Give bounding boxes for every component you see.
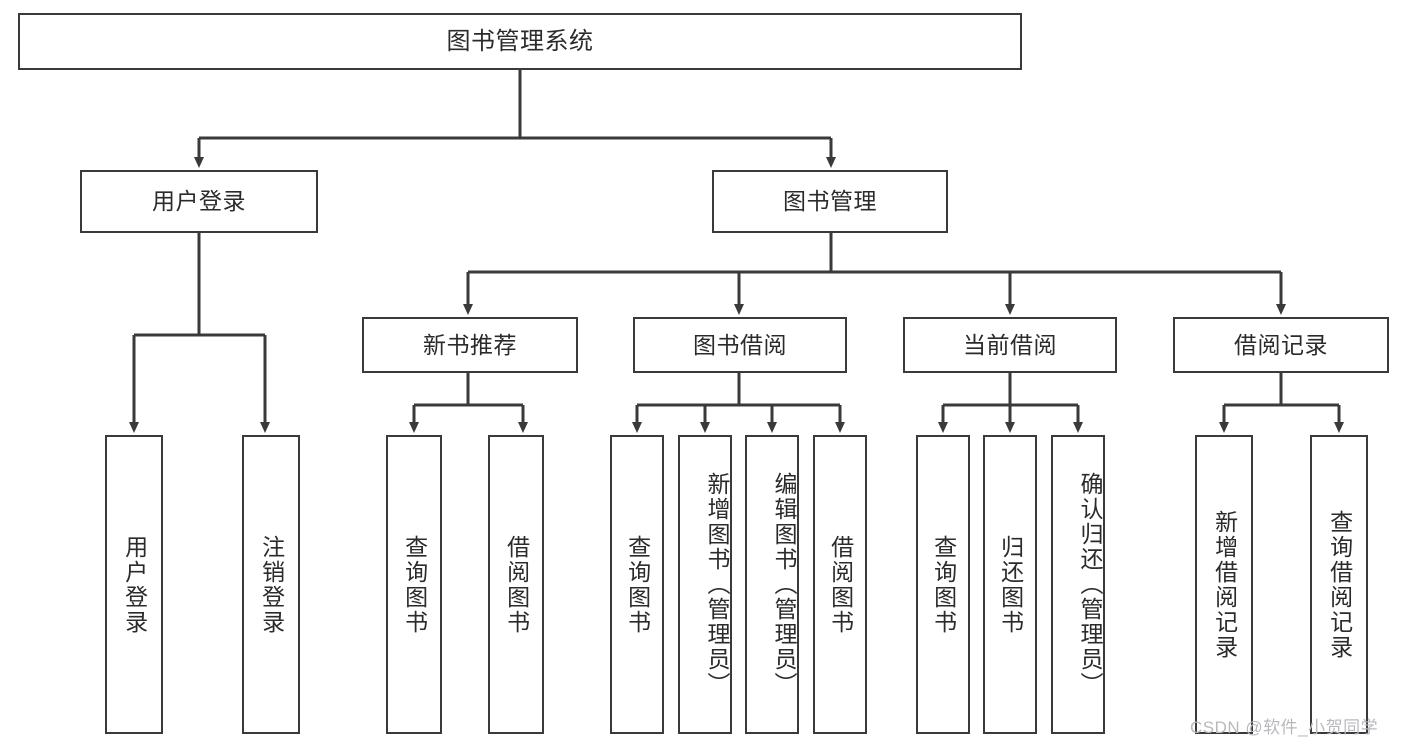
node-new-book-recommend[interactable]: 新书推荐 [362,317,578,373]
node-current-borrow[interactable]: 当前借阅 [903,317,1117,373]
leaf-current-borrow-return[interactable]: 归还图书 [983,435,1037,734]
leaf-book-borrow-edit[interactable]: 编辑图书（管理员） [745,435,799,734]
node-root-system[interactable]: 图书管理系统 [18,13,1022,70]
watermark-credit: CSDN @软件_小贺同学 [1190,718,1379,737]
leaf-book-borrow-add[interactable]: 新增图书（管理员） [678,435,732,734]
leaf-user-login-login[interactable]: 用户登录 [105,435,163,734]
leaf-user-login-logout[interactable]: 注销登录 [242,435,300,734]
leaf-current-borrow-query[interactable]: 查询图书 [916,435,970,734]
node-book-borrow[interactable]: 图书借阅 [633,317,847,373]
node-user-login[interactable]: 用户登录 [80,170,318,233]
node-borrow-record[interactable]: 借阅记录 [1173,317,1389,373]
leaf-borrow-record-query[interactable]: 查询借阅记录 [1310,435,1368,734]
node-book-manage[interactable]: 图书管理 [712,170,948,233]
leaf-book-borrow-borrow[interactable]: 借阅图书 [813,435,867,734]
leaf-new-book-borrow[interactable]: 借阅图书 [488,435,544,734]
leaf-borrow-record-add[interactable]: 新增借阅记录 [1195,435,1253,734]
leaf-current-borrow-confirm-return[interactable]: 确认归还（管理员） [1051,435,1105,734]
leaf-book-borrow-query[interactable]: 查询图书 [610,435,664,734]
leaf-new-book-query[interactable]: 查询图书 [386,435,442,734]
